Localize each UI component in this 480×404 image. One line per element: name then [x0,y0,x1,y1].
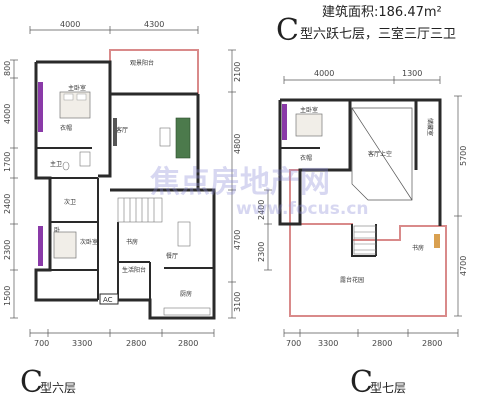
floor7-dim-bottom: 2800 [422,339,442,348]
watermark-brand: 焦点房地产网 [150,165,330,200]
floor7-dim-bottom: 700 [286,339,301,348]
floor7-dim-bottom: 3300 [318,339,338,348]
floor6-dim-right: 4800 [233,134,242,154]
floor6-dims-left [10,59,18,319]
type-description: 型六跃七层，三室三厅三卫 [300,26,456,42]
floor6-dim-right: 2100 [233,62,242,82]
floor6-dim-left: 2400 [3,194,12,214]
watermark-url: www.focus.cn [236,199,369,219]
floor7-dim-top: 4000 [314,69,334,78]
floor7-room-label: 露台花园 [340,276,364,284]
floor6-bed [53,231,77,259]
floor7-plan: 4000 1300 2400 2300 5700 4700 [257,69,468,348]
floor6-room-label: 主卫 [50,160,62,168]
floor6-dim-left: 1700 [3,152,12,172]
floor6-room-label: 次卧室 [80,238,98,246]
floor6-room-label: 生活阳台 [122,266,146,274]
floor6-dim-left: 1500 [3,286,12,306]
floor6-dim-bottom: 2800 [178,339,198,348]
floor7-dims-right [454,95,462,317]
floor6-wardrobe [38,226,43,266]
floor6-room-label: 客厅 [116,126,128,134]
floor7-room-label: 衣帽 [300,154,312,162]
floor6-room-label: 衣帽 [60,124,72,132]
floor6-dim-bottom: 700 [34,339,49,348]
floor6-plan: 4000 4300 800 4000 1700 2400 2300 1500 [3,20,242,348]
floor7-dims-bottom [283,329,459,337]
floor6-dims-right [228,49,236,319]
floor6-dim-right: 4700 [233,230,242,250]
floor6-room-label: 厨房 [180,290,192,298]
floor7-dim-right: 5700 [459,146,468,166]
floor6-dim-top: 4000 [60,20,80,29]
floor6-room-label: 次卫 [64,198,76,206]
floor7-dim-top: 1300 [402,69,422,78]
floor6-room-label: 书房 [126,238,138,246]
floor6-label: 型六层 [40,381,76,395]
floor7-dim-bottom: 2800 [372,339,392,348]
floor6-sofa [175,117,191,159]
floor7-living-void [351,107,413,201]
type-letter: C [276,13,299,48]
floor7-label: 型七层 [370,381,406,395]
floor6-room-label: 餐厅 [166,252,178,260]
watermark: 焦点房地产网 www.focus.cn [150,165,369,219]
floor7-letter: C [350,365,373,400]
floor6-room-label: AC [103,296,113,304]
floor7-stair [353,225,377,255]
floor6-dims-top [29,26,199,34]
floor7-desk [434,234,440,248]
floor6-dim-left: 800 [3,61,12,76]
floor6-dims-bottom [29,329,215,337]
floor6-dim-left: 4000 [3,104,12,124]
floor6-pillow [76,93,87,101]
floor7-wardrobe [282,104,287,140]
floor7-dims-left [264,189,272,271]
floor6-dim-bottom: 3300 [72,339,92,348]
floor6-room-label: 主卧室 [68,84,86,92]
floor7-room-label: 客厅上空 [368,150,392,158]
floor6-shower [79,151,91,167]
floor7-room-label: 书房 [412,244,424,252]
floor7-dims-top [283,76,441,84]
floor6-dim-right: 3100 [233,292,242,312]
floor6-tv-cabinet [113,118,117,146]
floor6-dim-top: 4300 [144,20,164,29]
floor6-view-balcony [109,49,199,95]
floor7-dim-left: 2300 [257,242,266,262]
floor6-room-label: 卧 [54,226,60,234]
floor6-interior-walls [36,147,214,300]
floor6-pillow [63,93,74,101]
floor6-toilet [62,161,70,171]
floor6-ac-unit [99,293,119,305]
floor6-wardrobe [38,82,43,132]
floor6-dining-table [177,221,191,247]
floor7-dim-left: 2400 [257,200,266,220]
floor6-room-label: 观景阳台 [130,59,154,67]
floor6-dim-bottom: 2800 [126,339,146,348]
floor6-stair [117,197,163,223]
area-label: 建筑面积:186.47m² [322,4,442,20]
floor7-dim-right: 4700 [459,256,468,276]
floor7-walls [278,98,442,226]
floor6-letter: C [20,365,43,400]
floor7-room-label: 储藏室 [426,118,434,136]
floor7-bed [295,113,323,137]
floor6-coffee-table [159,127,171,147]
floor6-dim-left: 2300 [3,240,12,260]
floor7-room-label: 主卧室 [300,106,318,114]
floor6-counter [163,307,211,316]
